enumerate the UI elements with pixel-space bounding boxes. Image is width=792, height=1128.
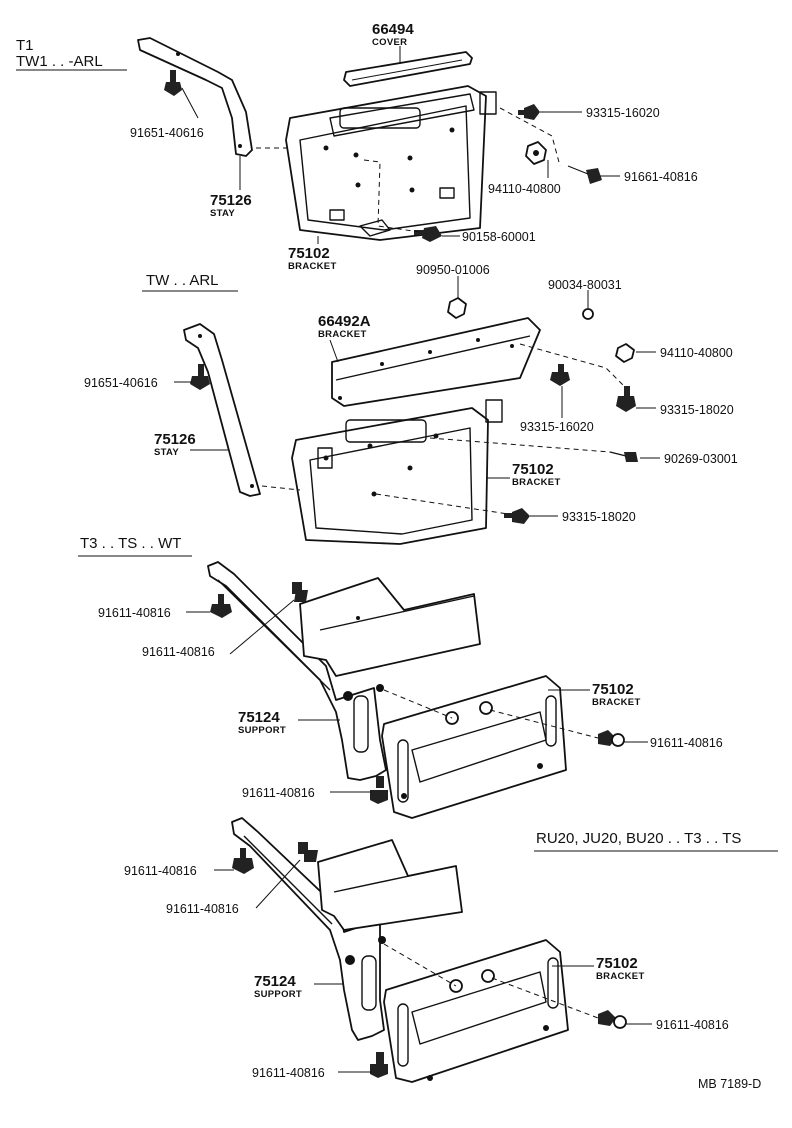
section-header-line: T3 . . TS . . WT [80, 535, 181, 552]
part-name-label: SUPPORT [238, 725, 286, 736]
bracket-plate [381, 675, 567, 819]
bolt-icon [164, 70, 182, 96]
part-number-label: 75102 [596, 955, 638, 972]
bolt-icon [414, 226, 442, 242]
diagram-code: MB 7189-D [698, 1077, 761, 1091]
part-number-label: 75124 [254, 973, 296, 990]
section-header-line: RU20, JU20, BU20 . . T3 . . TS [536, 830, 741, 847]
bolt-icon [190, 364, 210, 390]
part-number-label: 90034-80031 [548, 278, 622, 292]
bolt-icon [232, 848, 254, 874]
part-name-label: BRACKET [318, 329, 367, 340]
bracket-plate [291, 407, 489, 545]
support-part [231, 817, 385, 1041]
part-number-label: 75102 [288, 245, 330, 262]
cover-part [343, 51, 473, 87]
part-number-label: 75102 [592, 681, 634, 698]
part-number-label: 94110-40800 [660, 346, 733, 360]
part-number-label: 91611-40816 [252, 1066, 325, 1080]
part-number-label: 90950-01006 [416, 263, 490, 277]
part-number-label: 93315-16020 [520, 420, 594, 434]
bolt-icon [598, 730, 625, 747]
section-t1: T1 TW1 . . -ARL [16, 21, 698, 272]
bolt-icon [504, 508, 530, 524]
part-number-label: 94110-40800 [488, 182, 561, 196]
section-header-line: TW1 . . -ARL [16, 53, 103, 70]
bolt-icon [550, 364, 570, 386]
part-number-label: 66494 [372, 21, 414, 38]
part-number-label: 91611-40816 [656, 1018, 729, 1032]
bolt-icon [518, 104, 540, 120]
part-number-label: 93315-16020 [586, 106, 660, 120]
mount-box-part [299, 577, 481, 677]
part-name-label: SUPPORT [254, 989, 302, 1000]
bolt-icon [298, 842, 318, 862]
section-ru20: RU20, JU20, BU20 . . T3 . . TS [124, 817, 778, 1083]
part-number-label: 91651-40616 [84, 376, 158, 390]
bolt-icon [210, 594, 232, 618]
bracket-plate [383, 939, 569, 1083]
part-number-label: 91651-40616 [130, 126, 204, 140]
part-number-label: 75102 [512, 461, 554, 478]
part-name-label: STAY [154, 447, 179, 458]
pin-icon [582, 308, 594, 320]
part-number-label: 75126 [210, 192, 252, 209]
part-number-label: 75124 [238, 709, 280, 726]
part-name-label: STAY [210, 208, 235, 219]
part-number-label: 91661-40816 [624, 170, 698, 184]
stay-part [183, 323, 261, 497]
part-number-label: 90158-60001 [462, 230, 536, 244]
bolt-icon [370, 1052, 388, 1078]
part-number-label: 93315-18020 [660, 403, 734, 417]
section-t3-ts-wt: T3 . . TS . . WT [78, 535, 723, 819]
bolt-icon [370, 776, 388, 804]
part-name-label: BRACKET [512, 477, 561, 488]
section-header-line: T1 [16, 37, 34, 54]
nut-icon [525, 141, 547, 165]
nut-icon [447, 297, 467, 319]
bolt-icon [609, 451, 638, 462]
section-header-line: TW . . ARL [146, 272, 219, 289]
part-number-label: 91611-40816 [650, 736, 723, 750]
part-number-label: 66492A [318, 313, 371, 330]
part-number-label: 91611-40816 [98, 606, 171, 620]
part-number-label: 93315-18020 [562, 510, 636, 524]
part-number-label: 91611-40816 [142, 645, 215, 659]
bolt-icon [292, 582, 308, 602]
bolt-icon [616, 386, 636, 412]
part-number-label: 90269-03001 [664, 452, 738, 466]
bolt-icon [567, 165, 602, 184]
mount-box-part [317, 839, 463, 931]
part-name-label: BRACKET [288, 261, 337, 272]
part-number-label: 75126 [154, 431, 196, 448]
part-number-label: 91611-40816 [242, 786, 315, 800]
part-number-label: 91611-40816 [124, 864, 197, 878]
part-name-label: COVER [372, 37, 407, 48]
part-name-label: BRACKET [592, 697, 641, 708]
part-number-label: 91611-40816 [166, 902, 239, 916]
bolt-icon [598, 1010, 627, 1029]
part-name-label: BRACKET [596, 971, 645, 982]
nut-icon [615, 343, 635, 363]
section-tw-arl: TW . . ARL [84, 263, 738, 545]
angle-bracket-part [331, 317, 541, 407]
